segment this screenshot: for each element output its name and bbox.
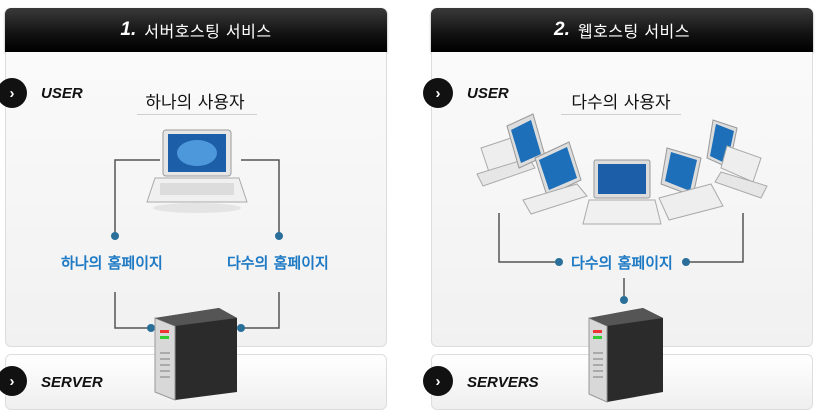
connection-diagram (111, 129, 283, 401)
server-label: SERVER (41, 374, 103, 391)
user-arrow-icon: › (0, 78, 27, 108)
connector-dot (620, 296, 628, 304)
panel-title: 웹호스팅 서비스 (577, 22, 690, 41)
panel-number: 2. (554, 19, 570, 40)
single-homepage-label: 하나의 홈페이지 (61, 254, 163, 272)
laptop-icon (506, 113, 546, 169)
panel-number: 1. (120, 19, 137, 40)
subtitle-underline (137, 114, 257, 115)
user-label: USER (467, 85, 509, 102)
laptop-icon (522, 141, 588, 215)
panel-title: 서버호스팅 서비스 (144, 22, 272, 41)
connector-dot (111, 232, 119, 240)
connector-dot (237, 324, 245, 332)
server-arrow-icon: › (423, 366, 453, 396)
server-tower-icon (588, 308, 663, 403)
laptop-icon (658, 147, 724, 221)
laptop-icon (146, 129, 248, 213)
connector-dot (555, 258, 563, 266)
web-hosting-panel: 2. 웹호스팅 서비스 › USER 다수의 사용자 (423, 8, 813, 410)
multiple-homepages-label: 다수의 홈페이지 (227, 254, 329, 272)
laptop-icon (582, 159, 662, 225)
user-arrow-icon: › (423, 78, 453, 108)
server-arrow-icon: › (0, 366, 27, 396)
multiple-homepages-label: 다수의 홈페이지 (571, 254, 673, 272)
connection-diagram (476, 113, 768, 403)
connector-dot (682, 258, 690, 266)
user-subtitle: 하나의 사용자 (145, 93, 245, 113)
users-subtitle: 다수의 사용자 (571, 93, 671, 113)
subtitle-underline (561, 114, 681, 115)
connector-dot (147, 324, 155, 332)
connector-dot (275, 232, 283, 240)
servers-label: SERVERS (467, 374, 539, 391)
server-hosting-panel: 1. 서버호스팅 서비스 › USER 하나의 사용자 (0, 8, 387, 410)
user-label: USER (41, 85, 83, 102)
laptop-icon (714, 145, 768, 199)
panel-header: 2. 웹호스팅 서비스 (431, 8, 813, 52)
panel-header: 1. 서버호스팅 서비스 (5, 8, 387, 52)
server-tower-icon (154, 308, 237, 401)
